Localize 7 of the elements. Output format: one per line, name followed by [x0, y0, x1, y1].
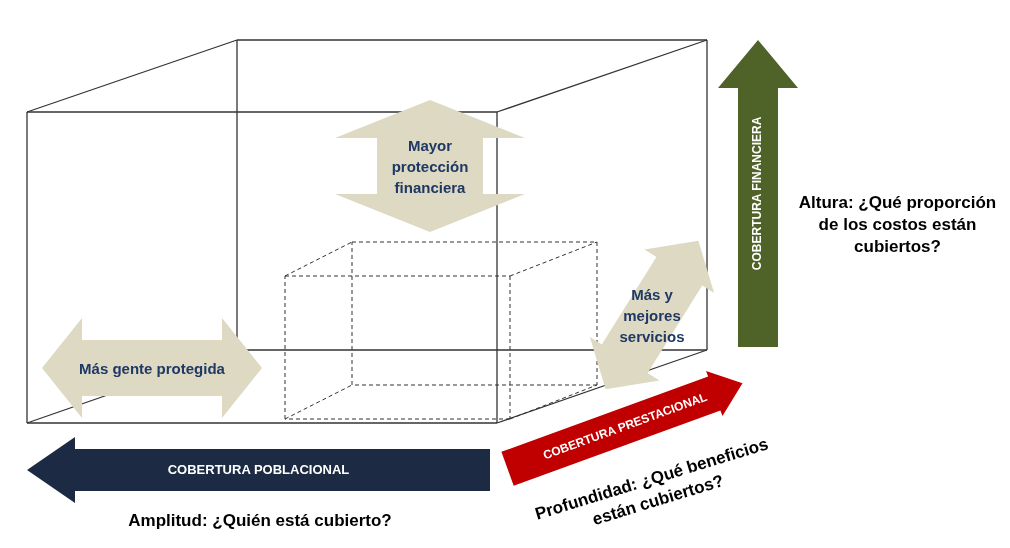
arrow-label: COBERTURA POBLACIONAL: [167, 460, 350, 479]
arrow-label: COBERTURA FINANCIERA: [749, 116, 766, 271]
arrow-label: Más y mejores servicios: [618, 284, 686, 347]
caption-text: Amplitud: ¿Quién está cubierto?: [127, 510, 393, 532]
arrow-label: Mayor protección financiera: [390, 135, 470, 198]
arrow-label: Más gente protegida: [79, 358, 225, 379]
caption-text: Altura: ¿Qué proporción de los costos están cubiertos?: [797, 192, 998, 259]
